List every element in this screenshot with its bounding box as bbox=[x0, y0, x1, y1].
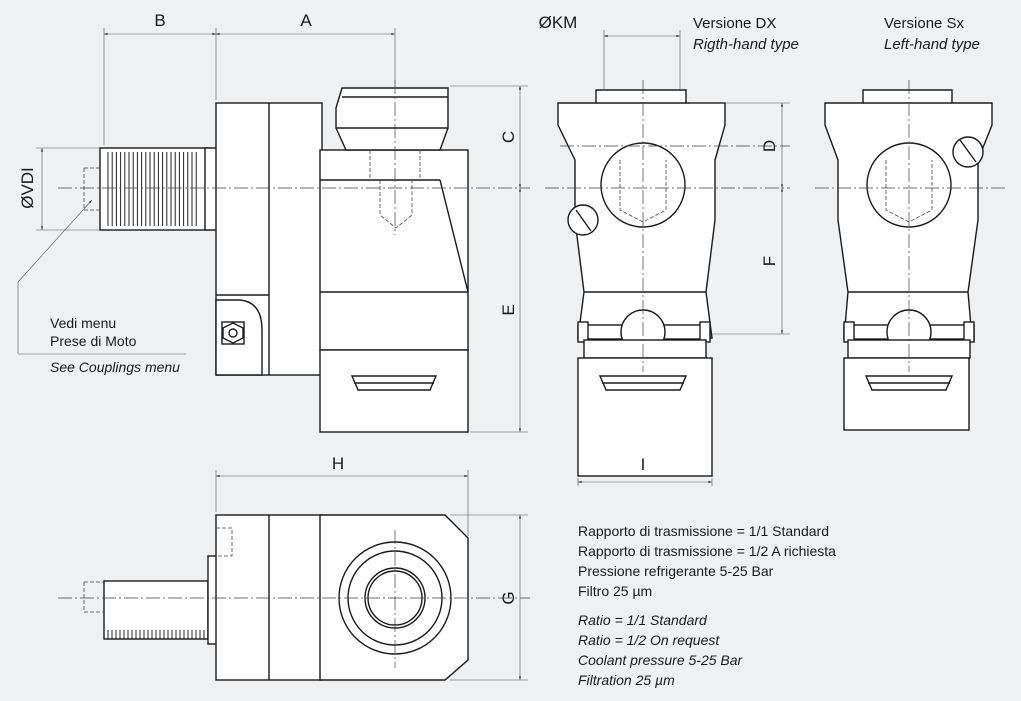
specs-english: Ratio = 1/1 Standard Ratio = 1/2 On requ… bbox=[578, 612, 744, 688]
spindle-nose bbox=[335, 87, 449, 151]
head-housing bbox=[319, 149, 469, 351]
left-view-title: Versione Sx bbox=[884, 15, 965, 32]
top-head bbox=[319, 514, 469, 681]
spec-en-2: Ratio = 1/2 On request bbox=[578, 632, 720, 648]
dimension-labels: B A C E ØVDI ØKM D F I H G bbox=[18, 11, 779, 605]
dimension-lines bbox=[17, 28, 790, 681]
dim-label-d: D bbox=[760, 140, 779, 152]
dim-label-e: E bbox=[499, 304, 518, 315]
dim-label-c: C bbox=[499, 131, 518, 143]
left-hand-view bbox=[815, 80, 1005, 431]
spec-it-3: Pressione refrigerante 5-25 Bar bbox=[578, 563, 774, 579]
right-view-title: Versione DX bbox=[693, 15, 776, 32]
dim-label-f: F bbox=[760, 256, 779, 266]
right-hand-view bbox=[545, 80, 790, 477]
spec-it-1: Rapporto di trasmissione = 1/1 Standard bbox=[578, 523, 829, 539]
coupling-note-line3: See Couplings menu bbox=[50, 359, 180, 375]
bottom-clamp bbox=[319, 349, 469, 433]
spec-en-3: Coolant pressure 5-25 Bar bbox=[578, 652, 744, 668]
left-view-subtitle: Left-hand type bbox=[884, 36, 980, 53]
shank-thread-lines bbox=[107, 152, 197, 226]
spec-it-2: Rapporto di trasmissione = 1/2 A richies… bbox=[578, 543, 836, 559]
specs-italian: Rapporto di trasmissione = 1/1 Standard … bbox=[578, 523, 836, 599]
coupling-note-line1: Vedi menu bbox=[50, 315, 116, 331]
dim-label-b: B bbox=[154, 11, 165, 30]
top-view bbox=[58, 514, 530, 681]
spec-en-4: Filtration 25 µm bbox=[578, 672, 675, 688]
front-view bbox=[58, 80, 530, 433]
spec-en-1: Ratio = 1/1 Standard bbox=[578, 612, 708, 628]
dim-label-km: ØKM bbox=[539, 13, 578, 32]
dim-label-h: H bbox=[332, 454, 344, 473]
dim-label-g: G bbox=[499, 591, 518, 604]
dim-label-i: I bbox=[641, 455, 646, 474]
sx-bottom-clamp bbox=[843, 357, 970, 431]
top-view-thread-lines bbox=[107, 630, 205, 639]
dim-label-a: A bbox=[300, 11, 312, 30]
dim-label-vdi: ØVDI bbox=[18, 167, 37, 209]
coupling-note-line2: Prese di Moto bbox=[50, 333, 137, 349]
right-view-subtitle: Rigth-hand type bbox=[693, 36, 799, 53]
spec-it-4: Filtro 25 µm bbox=[578, 583, 652, 599]
